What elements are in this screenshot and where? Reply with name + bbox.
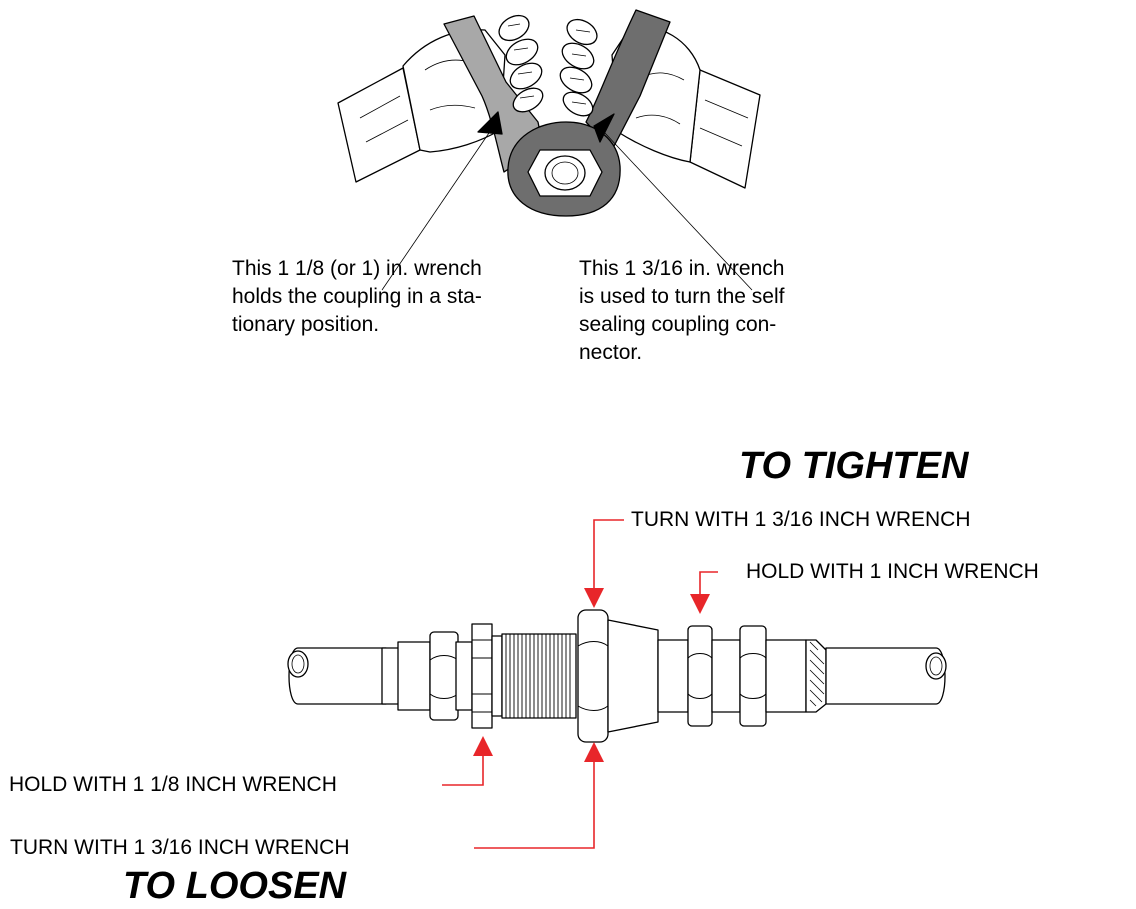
right-sleeve [689, 69, 761, 189]
tighten-turn-arrow [593, 519, 624, 592]
coupling-assembly [287, 609, 947, 743]
right-leader-line [603, 131, 753, 291]
to-loosen-heading: TO LOOSEN [123, 865, 347, 907]
tighten-hold-arrow [699, 571, 718, 598]
right-fingers [559, 18, 598, 117]
right-wrench-note: This 1 3/16 in. wrench is used to turn t… [579, 257, 785, 364]
coupling-bore [544, 155, 586, 191]
loosen-turn-label: TURN WITH 1 3/16 INCH WRENCH [10, 836, 350, 859]
threaded-section [501, 633, 577, 719]
right-hex-nut [739, 625, 767, 727]
conical-body [607, 619, 659, 733]
tighten-hold-label: HOLD WITH 1 INCH WRENCH [746, 560, 1039, 583]
large-turn-nut [577, 609, 609, 743]
hold-hex-nut [687, 625, 713, 727]
left-hex-nut [429, 631, 459, 721]
right-pointer-arrow [593, 113, 615, 143]
tighten-turn-label: TURN WITH 1 3/16 INCH WRENCH [631, 508, 971, 531]
loosen-hold-arrow [442, 752, 484, 786]
right-hose [825, 647, 946, 705]
callout-arrows [442, 519, 718, 849]
left-wrench-note: This 1 1/8 (or 1) in. wrench holds the c… [232, 257, 482, 336]
hands-wrenches-illustration [337, 9, 761, 291]
loosen-hold-label: HOLD WITH 1 1/8 INCH WRENCH [9, 773, 337, 796]
loosen-turn-arrow [474, 758, 595, 849]
to-tighten-heading: TO TIGHTEN [739, 445, 969, 487]
left-leader-line [381, 129, 492, 291]
left-fingers [498, 14, 544, 113]
left-pointer-arrow [477, 111, 503, 135]
